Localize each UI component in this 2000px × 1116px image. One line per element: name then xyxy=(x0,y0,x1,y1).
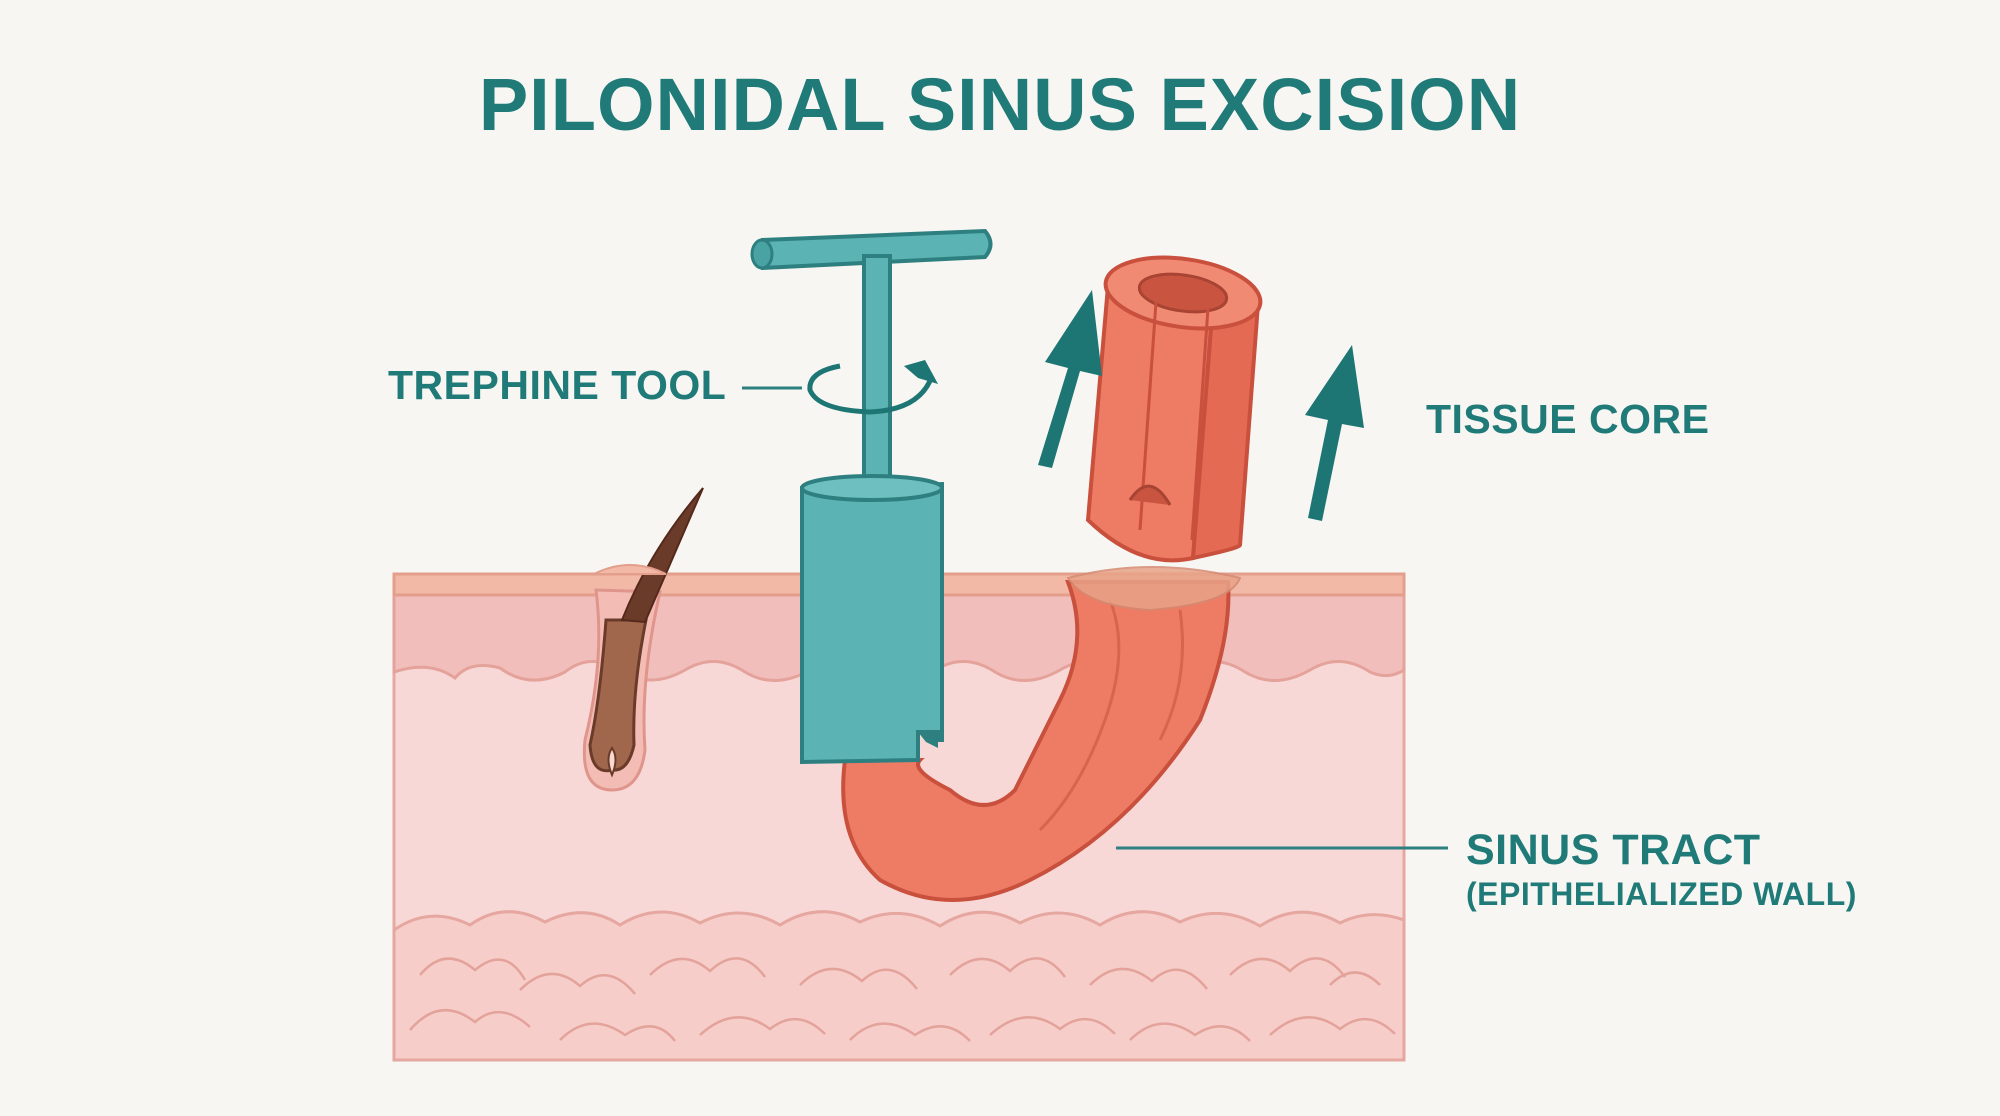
arrow-up-left-icon xyxy=(1038,290,1102,468)
sinus-tract-label: SINUS TRACT xyxy=(1466,826,1761,874)
sinus-tract xyxy=(841,566,1242,902)
extraction-arrows xyxy=(1038,290,1364,521)
sinus-tract-detail-label: (EPITHELIALIZED WALL) xyxy=(1466,876,1857,912)
trephine-tool-label: TREPHINE TOOL xyxy=(388,362,727,408)
diagram-title: PILONIDAL SINUS EXCISION xyxy=(478,63,1522,146)
hair-shaft xyxy=(620,487,704,624)
tissue-core xyxy=(1085,255,1263,563)
hair-follicle xyxy=(582,588,662,792)
tissue-core-label: TISSUE CORE xyxy=(1426,396,1710,442)
fat-layer xyxy=(392,910,1406,1062)
arrow-up-right-icon xyxy=(1305,345,1364,521)
trephine-tool xyxy=(750,228,993,765)
fat-lobules xyxy=(409,957,1396,1042)
follicle-opening xyxy=(593,564,667,575)
